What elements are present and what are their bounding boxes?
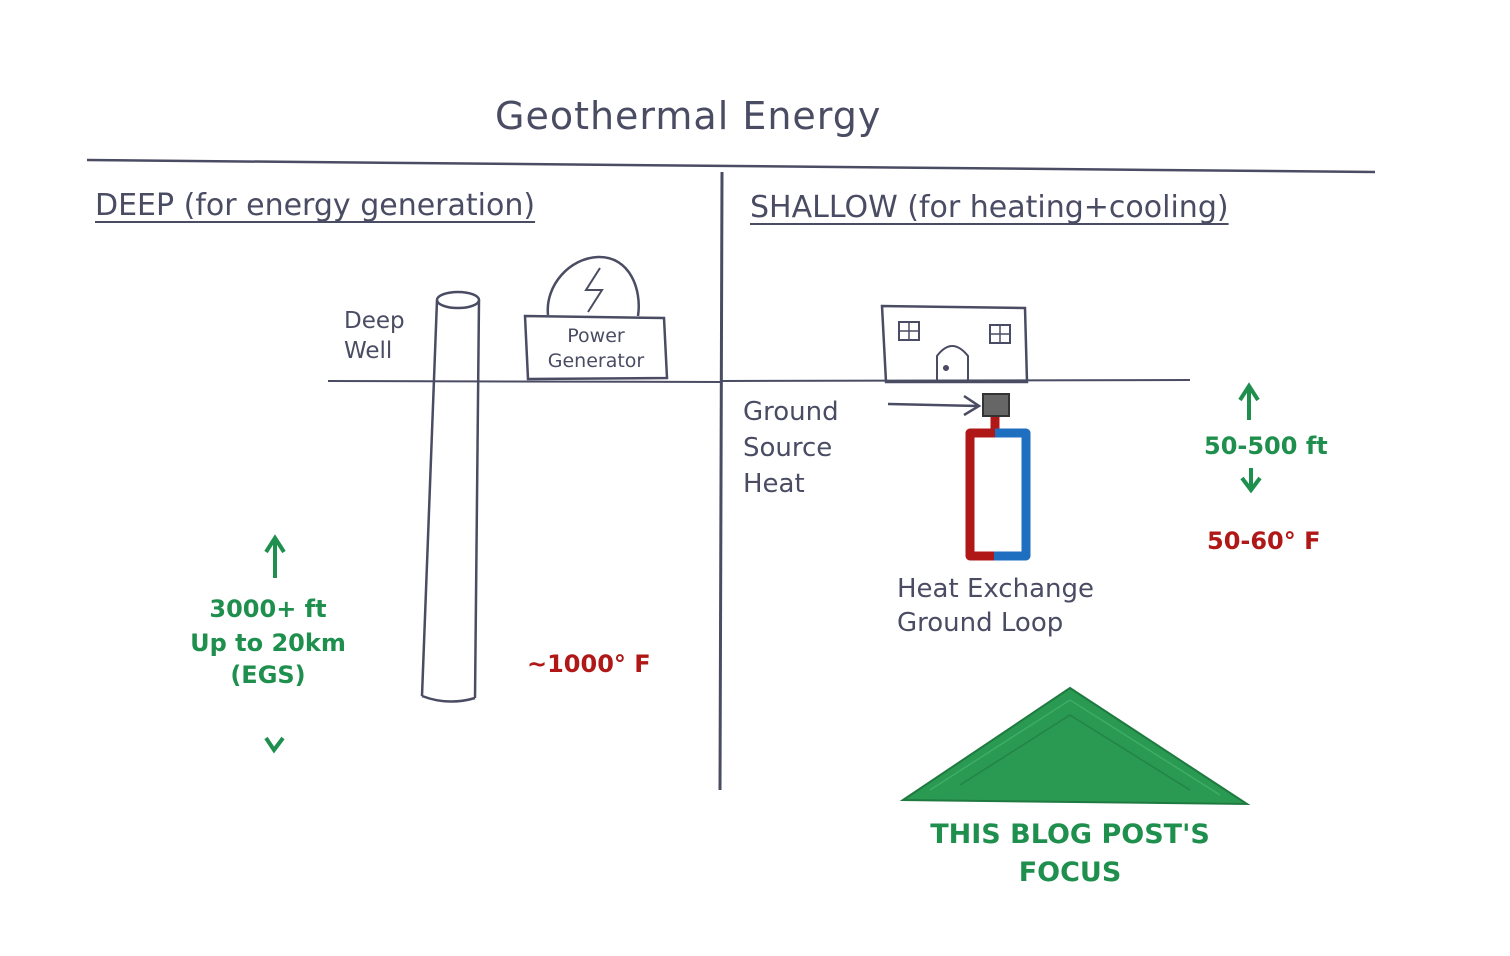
ground-line-left — [327, 380, 723, 383]
arrow-down-icon — [1240, 468, 1262, 494]
arrow-down-icon — [264, 736, 285, 754]
power-generator-label-line2: Generator — [547, 350, 645, 372]
shallow-heading: SHALLOW (for heating+cooling) — [750, 190, 1229, 225]
house — [880, 304, 1029, 384]
deep-well — [420, 290, 481, 703]
ground-source-heat-label: Ground Source Heat — [743, 394, 839, 502]
power-generator-label-line1: Power — [567, 325, 625, 347]
focus-caption-line2: FOCUS — [1018, 857, 1122, 888]
ground-loop-line2: Ground Loop — [897, 608, 1064, 638]
deep-well-label-line2: Well — [344, 338, 393, 364]
ground-source-arrow — [887, 394, 982, 417]
ground-loop-red — [965, 417, 1000, 561]
heat-pump-unit — [982, 393, 1010, 417]
ground-loop-blue — [994, 428, 1031, 561]
deep-heading: DEEP (for energy generation) — [95, 188, 536, 223]
ground-source-line3: Heat — [743, 469, 805, 499]
deep-depth-line3: (EGS) — [230, 661, 306, 689]
shallow-temperature: 50-60° F — [1207, 527, 1321, 555]
lightning-bolt-icon — [584, 267, 604, 313]
deep-depth-label: 3000+ ft Up to 20km (EGS) — [168, 590, 368, 692]
generator-dome — [546, 255, 640, 317]
focus-caption-line1: THIS BLOG POST'S — [930, 819, 1210, 850]
ground-loop-line1: Heat Exchange — [897, 574, 1094, 604]
focus-caption: THIS BLOG POST'S FOCUS — [900, 816, 1240, 892]
deep-well-label-line1: Deep — [344, 308, 405, 334]
deep-depth-line1: 3000+ ft — [209, 595, 327, 623]
power-generator — [523, 255, 669, 381]
page-title: Geothermal Energy — [495, 94, 882, 138]
deep-temperature: ~1000° F — [527, 650, 651, 678]
shallow-depth-label: 50-500 ft — [1204, 432, 1328, 460]
focus-triangle — [899, 686, 1251, 806]
house-door — [936, 345, 969, 380]
arrow-up-icon — [264, 534, 286, 578]
ground-source-line1: Ground — [743, 397, 839, 427]
ground-loop-label: Heat Exchange Ground Loop — [897, 572, 1094, 640]
power-generator-label: Power Generator — [532, 324, 660, 374]
deep-depth-line2: Up to 20km — [190, 629, 346, 657]
arrow-up-icon — [1238, 382, 1260, 420]
ground-source-line2: Source — [743, 433, 833, 463]
ground-line-right — [721, 379, 1191, 382]
title-divider — [86, 158, 1376, 174]
section-divider — [718, 171, 724, 791]
deep-well-label: Deep Well — [344, 306, 405, 366]
